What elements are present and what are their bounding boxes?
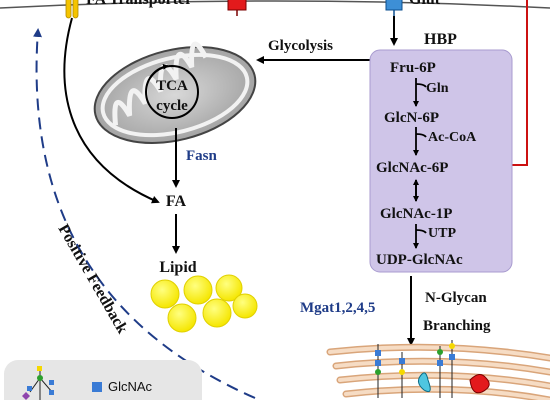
red-transporter-icon xyxy=(227,0,247,16)
fa-transporter-icon xyxy=(65,0,79,19)
lipid-droplets-icon xyxy=(150,274,258,333)
er-membrane-stack-icon xyxy=(326,343,550,400)
nglycan-label-line2: Branching xyxy=(423,318,491,334)
gln-label: Gln xyxy=(426,81,449,96)
legend-box xyxy=(4,360,202,400)
nglycan-label-line1: N-Glycan xyxy=(425,290,487,306)
lipid-label: Lipid xyxy=(159,259,196,276)
legend-glcnac-swatch xyxy=(92,382,102,392)
mgat-label: Mgat1,2,4,5 xyxy=(300,300,375,316)
tca-label-line2: cycle xyxy=(156,98,188,114)
mitochondrion-icon xyxy=(93,41,257,144)
glycolysis-label: Glycolysis xyxy=(268,38,333,54)
fru6p-label: Fru-6P xyxy=(390,60,436,76)
fa-transporter-label: FA Transporter xyxy=(86,0,192,8)
utp-label: UTP xyxy=(428,226,456,241)
tca-label-line1: TCA xyxy=(156,78,188,94)
positive-feedback-label: Positive Feedback xyxy=(55,222,131,337)
acoa-label: Ac-CoA xyxy=(428,130,477,145)
hbp-arrows xyxy=(413,78,427,249)
glcnac6p-label: GlcNAc-6P xyxy=(376,160,448,176)
legend-glcnac-label: GlcNAc xyxy=(108,379,153,394)
membrane-glycans-icon xyxy=(375,340,490,398)
glcn6p-label: GlcN-6P xyxy=(384,110,439,126)
glut-label: Glut xyxy=(409,0,441,8)
fa-label: FA xyxy=(166,193,187,210)
hbp-title: HBP xyxy=(424,31,457,48)
udp-glcnac-label: UDP-GlcNAc xyxy=(376,252,463,268)
glcnac1p-label: GlcNAc-1P xyxy=(380,206,452,222)
cell-membrane xyxy=(0,0,550,9)
fasn-label: Fasn xyxy=(186,148,218,164)
glut-transporter-icon xyxy=(385,0,403,16)
legend-glycan-icon xyxy=(22,366,54,400)
transporter-to-fa-arrow xyxy=(63,17,160,204)
hbp-box xyxy=(369,49,513,273)
